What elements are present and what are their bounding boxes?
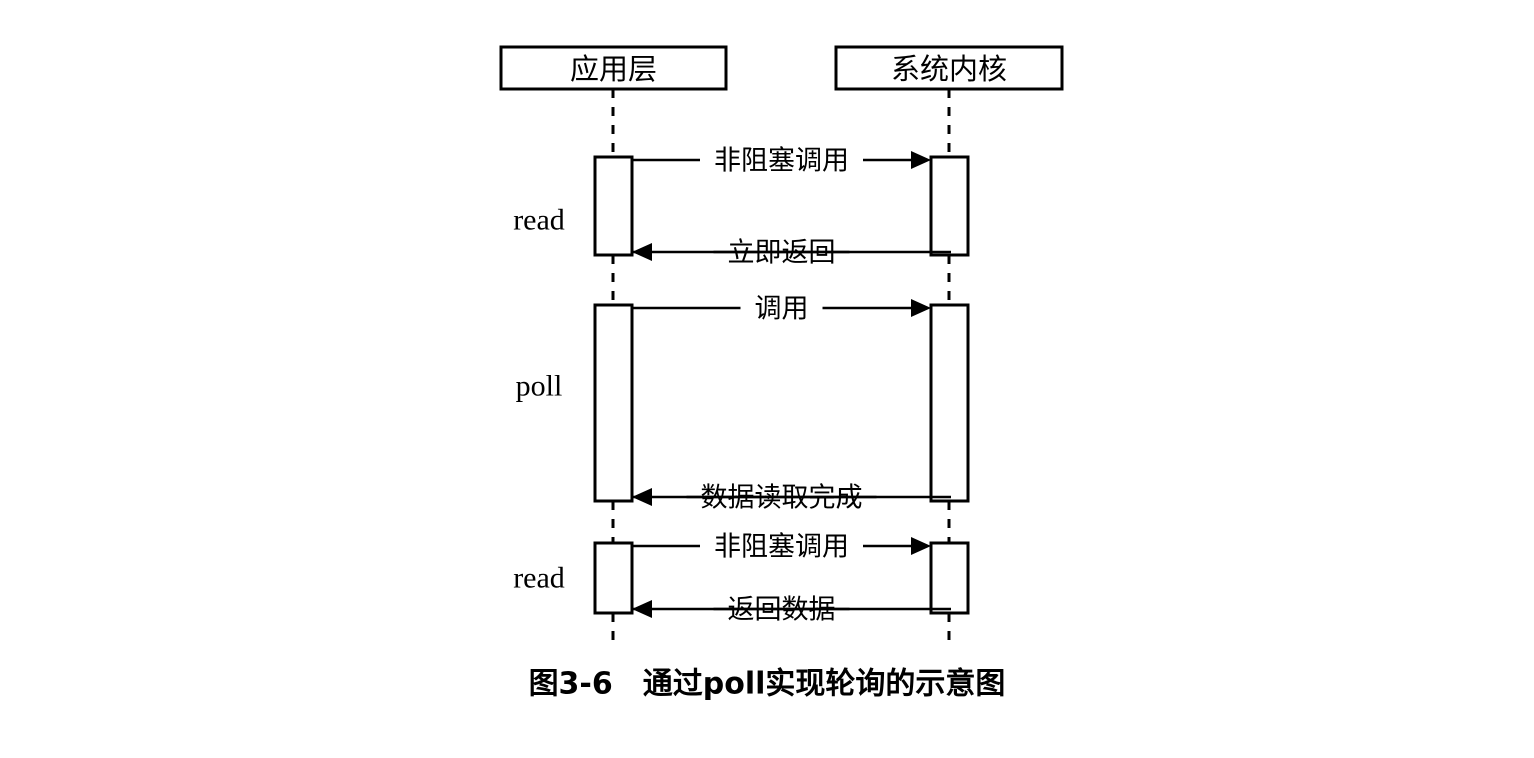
message-arrowhead (911, 299, 931, 317)
message-m3: 调用 (632, 294, 931, 325)
group-label-poll-1: poll (516, 370, 563, 403)
participant-label-kernel: 系统内核 (891, 52, 1007, 86)
group-labels-group: read poll read (513, 204, 565, 595)
message-label-m6: 返回数据 (728, 595, 836, 626)
message-arrowhead (911, 537, 931, 555)
participant-headers-group: 应用层 系统内核 (499, 45, 1064, 91)
message-m5: 非阻塞调用 (632, 532, 931, 563)
message-label-m5: 非阻塞调用 (714, 532, 849, 563)
message-label-m3: 调用 (755, 294, 809, 325)
participant-label-app: 应用层 (570, 52, 657, 86)
message-label-m4: 数据读取完成 (701, 483, 863, 514)
participant-header-kernel: 系统内核 (834, 45, 1064, 91)
group-label-read-1: read (513, 204, 565, 237)
message-label-m1: 非阻塞调用 (714, 146, 849, 177)
message-m1: 非阻塞调用 (632, 146, 931, 177)
activation-bar-read-1-app (593, 155, 634, 257)
activation-bar-poll-1-app (593, 303, 634, 503)
figure-caption: 图3-6 通过poll实现轮询的示意图 (529, 667, 1006, 702)
message-arrowhead (632, 243, 652, 261)
message-m2: 立即返回 (632, 238, 951, 269)
message-arrowhead (911, 151, 931, 169)
message-m6: 返回数据 (632, 595, 951, 626)
message-arrowhead (632, 488, 652, 506)
group-label-read-2: read (513, 562, 565, 595)
activation-bar-read-2-app (593, 541, 634, 615)
message-m4: 数据读取完成 (632, 483, 951, 514)
activation-bar-poll-1-kernel (929, 303, 970, 503)
lifeline-dashes-group (611, 89, 951, 648)
activation-bar-read-2-kernel (929, 541, 970, 615)
participant-header-app: 应用层 (499, 45, 728, 91)
message-arrowhead (632, 600, 652, 618)
activation-bars-group (593, 155, 970, 615)
message-label-m2: 立即返回 (728, 238, 836, 269)
activation-bar-read-1-kernel (929, 155, 970, 257)
